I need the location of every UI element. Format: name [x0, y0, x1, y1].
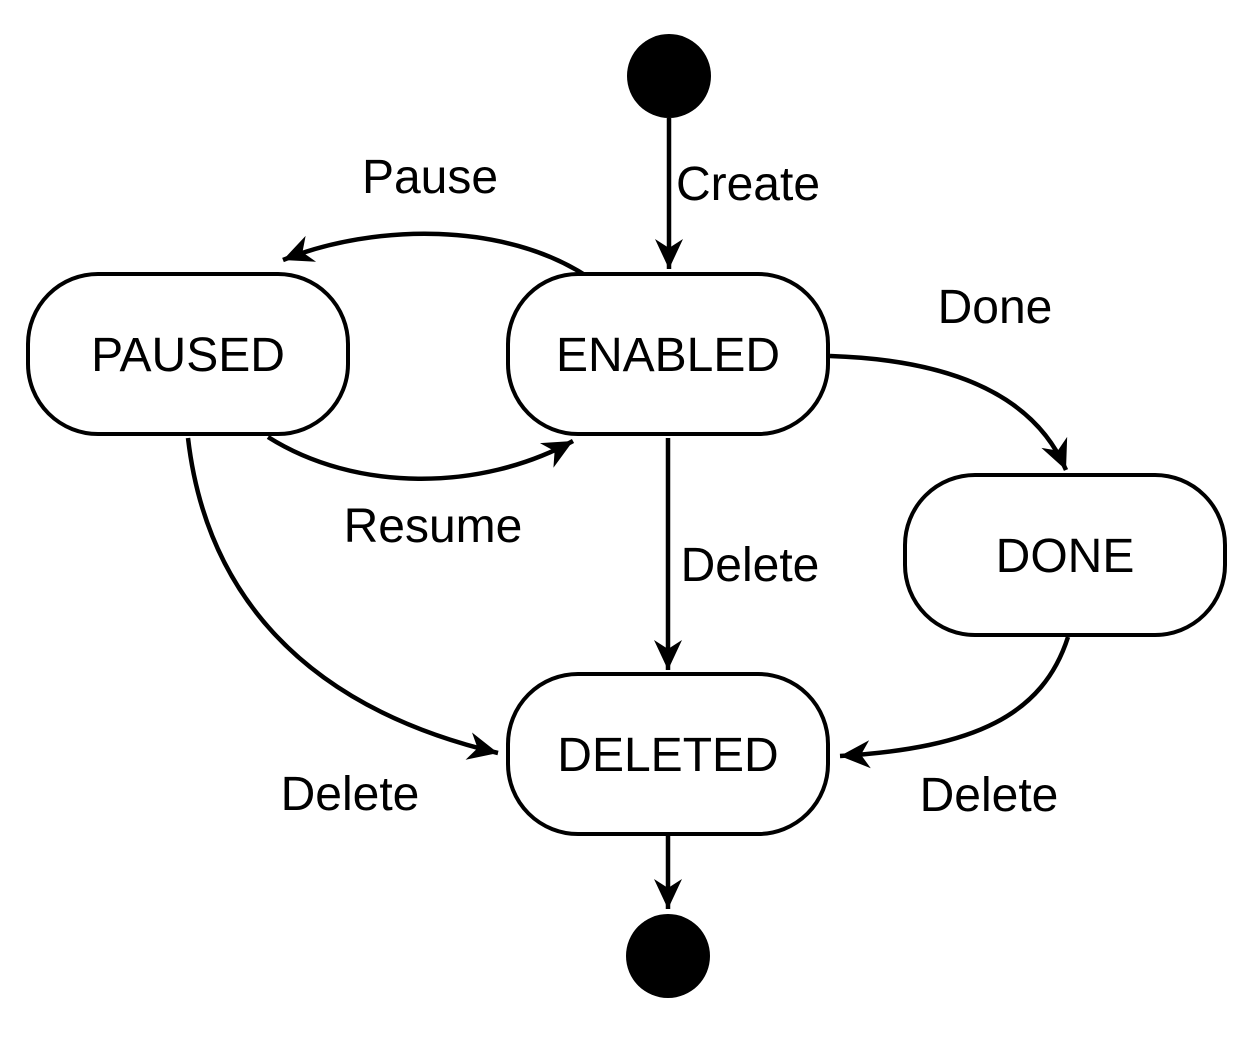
- transition-delete-from-paused-edge: [185, 437, 499, 760]
- transition-create: Create: [655, 118, 820, 269]
- transition-delete-from-paused: Delete: [185, 437, 499, 821]
- state-paused-label: PAUSED: [91, 329, 285, 382]
- transition-delete-from-done: Delete: [839, 636, 1071, 822]
- state-paused-shape: [26, 272, 350, 436]
- transition-done-edge: [829, 353, 1069, 471]
- state-enabled: ENABLED: [506, 272, 830, 436]
- transition-delete-from-paused-label: Delete: [281, 768, 420, 821]
- initial-state-node: [627, 34, 711, 118]
- transition-delete-from-done-edge: [839, 636, 1071, 769]
- transition-resume: Resume: [266, 435, 575, 553]
- state-deleted-shape: [506, 672, 830, 836]
- state-done-shape: [903, 473, 1227, 637]
- state-enabled-label: ENABLED: [556, 329, 780, 382]
- transition-pause: Pause: [282, 151, 590, 279]
- state-done-label: DONE: [996, 530, 1135, 583]
- transition-delete-from-enabled-label: Delete: [681, 539, 820, 592]
- final-state-node: [626, 914, 710, 998]
- transition-done: Done: [829, 281, 1069, 471]
- state-deleted-label: DELETED: [557, 729, 778, 782]
- state-done: DONE: [903, 473, 1227, 637]
- state-deleted: DELETED: [506, 672, 830, 836]
- transition-create-label: Create: [676, 158, 820, 211]
- state-enabled-shape: [506, 272, 830, 436]
- transition-resume-label: Resume: [344, 500, 523, 553]
- transition-delete-from-done-label: Delete: [920, 769, 1059, 822]
- transition-delete-from-enabled: Delete: [654, 438, 820, 670]
- transition-pause-label: Pause: [362, 151, 498, 204]
- transition-resume-edge: [266, 435, 575, 481]
- transition-pause-edge: [282, 231, 590, 279]
- transition-done-label: Done: [938, 281, 1053, 334]
- state-paused: PAUSED: [26, 272, 350, 436]
